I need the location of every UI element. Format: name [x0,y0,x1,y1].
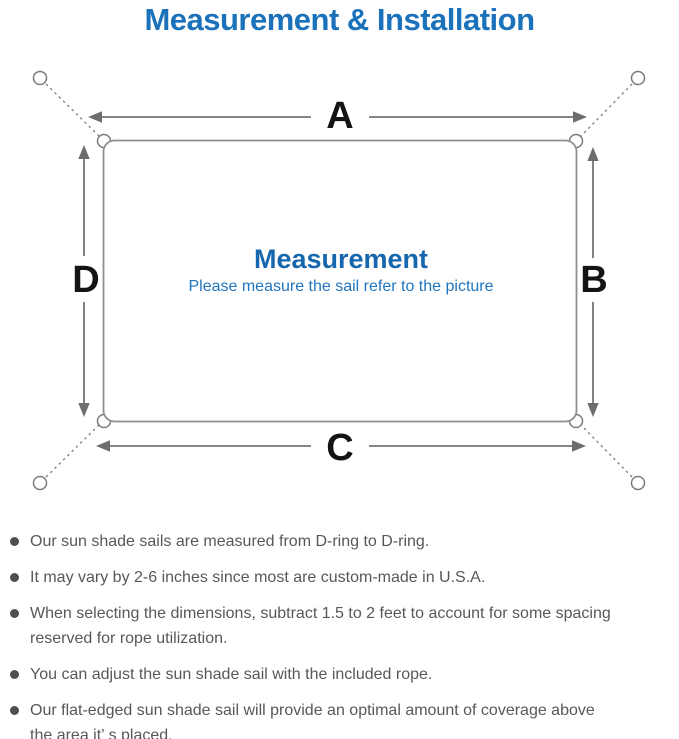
anchor-ring-icon-top-right [630,70,646,86]
diagram-subtitle: Please measure the sail refer to the pic… [188,278,493,295]
bullet-dot-icon [10,537,19,546]
note-text: Our sun shade sails are measured from D-… [30,533,430,550]
note-text: It may vary by 2-6 inches since most are… [30,569,486,586]
anchor-ring-icon-top-left [32,70,48,86]
anchor-ring-icon-bottom-right [630,475,646,491]
arrow-left-icon [96,440,110,452]
note-text: Our flat-edged sun shade sail will provi… [30,702,595,739]
diagram-heading: Measurement [254,244,428,274]
list-item: Our flat-edged sun shade sail will provi… [9,698,671,739]
arrow-right-icon [572,440,586,452]
list-item: When selecting the dimensions, subtract … [9,601,671,651]
note-text: You can adjust the sun shade sail with t… [30,666,433,683]
dimension-label-b: B [580,259,607,301]
list-item: You can adjust the sun shade sail with t… [9,662,671,687]
measurement-diagram: A D B C Measurement Please measure the s… [32,70,646,491]
page-title: Measurement & Installation [144,2,535,37]
arrow-up-icon [78,145,90,159]
anchor-ring-icon-bottom-left [32,475,48,491]
arrow-up-icon [587,147,599,161]
bullet-dot-icon [10,573,19,582]
sail-outline [102,139,578,423]
arrow-left-icon [88,111,102,123]
tether-dashed-line-bottom-left [45,424,100,478]
list-item: Our sun shade sails are measured from D-… [9,529,671,554]
tether-dashed-line-bottom-right [580,424,633,478]
tether-dashed-line-top-right [580,83,633,137]
arrow-right-icon [573,111,587,123]
list-item: It may vary by 2-6 inches since most are… [9,565,671,590]
dimension-label-d: D [72,259,99,301]
arrow-down-icon [587,403,599,417]
tether-dashed-line-top-left [45,83,101,138]
notes-list: Our sun shade sails are measured from D-… [9,529,671,739]
dimension-label-c: C [326,427,353,469]
bullet-dot-icon [10,670,19,679]
dimension-label-a: A [326,95,353,137]
bullet-dot-icon [10,609,19,618]
note-text: When selecting the dimensions, subtract … [30,605,611,647]
arrow-down-icon [78,403,90,417]
bullet-dot-icon [10,706,19,715]
